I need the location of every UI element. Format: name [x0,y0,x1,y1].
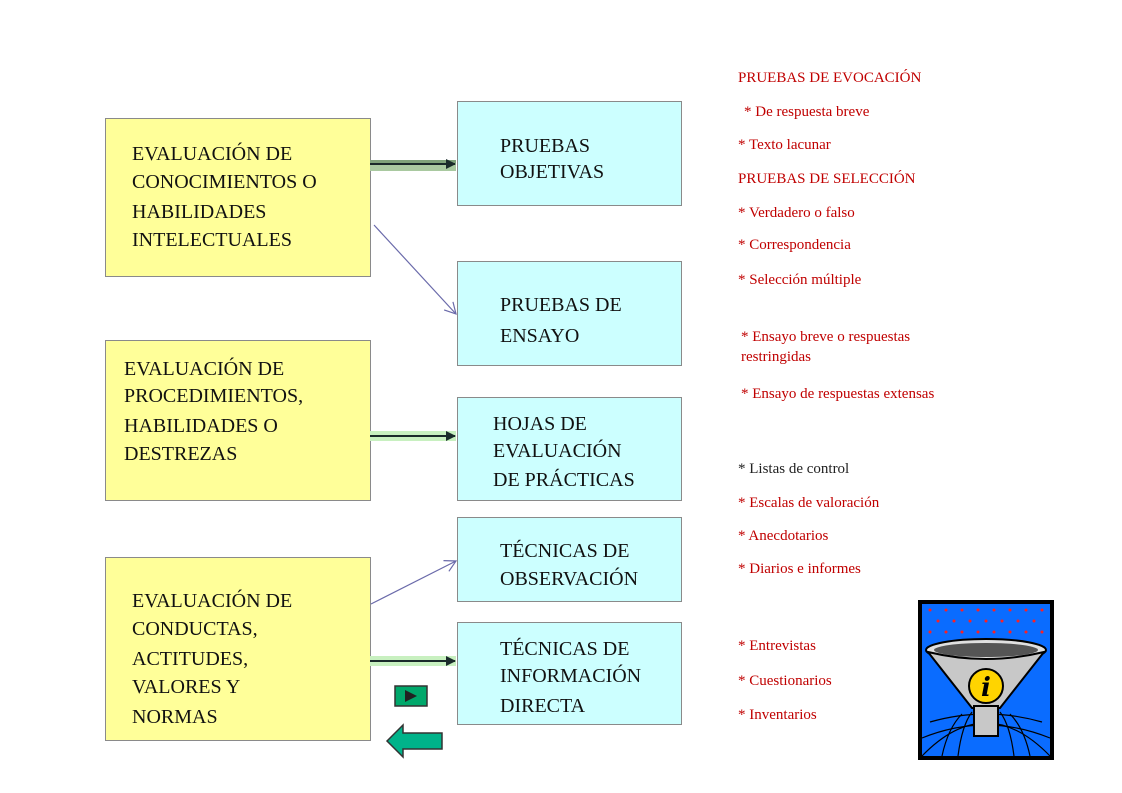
box-conocimientos-line-2: CONOCIMIENTOS O [132,171,317,193]
box-conductas-line-5: NORMAS [132,706,218,728]
thin-arrow-observacion [370,560,458,605]
box-conocimientos-line-4: INTELECTUALES [132,229,292,251]
box-hojas-evaluacion-line-2: EVALUACIÓN [493,440,622,462]
item-ensayo-breve-line-1: * Ensayo breve o respuestas [741,329,911,345]
item-verdadero-falso: * Verdadero o falso [738,205,855,221]
box-pruebas-objetivas-line-2: OBJETIVAS [500,161,605,183]
box-informacion-directa-line-1: TÉCNICAS DE [500,638,630,660]
box-tecnicas-observacion-line-2: OBSERVACIÓN [500,568,639,590]
box-pruebas-objetivas-line-1: PRUEBAS [500,135,591,157]
item-ensayo-breve-line-2: restringidas [741,349,811,365]
box-informacion-directa: TÉCNICAS DE INFORMACIÓN DIRECTA [457,622,682,725]
thin-arrow-ensayo [373,224,457,315]
item-listas-control: * Listas de control [738,461,850,477]
box-conductas-line-3: ACTITUDES, [132,648,249,670]
thick-arrow-hojas [370,431,456,441]
item-anecdotarios: * Anecdotarios [738,528,829,544]
box-pruebas-ensayo-line-1: PRUEBAS DE [500,294,622,316]
box-informacion-directa-line-3: DIRECTA [500,695,586,717]
box-conductas-line-1: EVALUACIÓN DE [132,590,293,612]
thick-arrow-informacion [370,656,456,666]
item-texto-lacunar: * Texto lacunar [738,137,831,153]
box-conductas-line-4: VALORES Y [132,676,241,698]
box-procedimientos-line-2: PROCEDIMIENTOS, [124,385,304,407]
box-pruebas-ensayo: PRUEBAS DE ENSAYO [457,261,682,366]
box-pruebas-ensayo-line-2: ENSAYO [500,325,580,347]
box-hojas-evaluacion: HOJAS DE EVALUACIÓN DE PRÁCTICAS [457,397,682,501]
item-respuesta-breve: * De respuesta breve [744,104,870,120]
item-ensayo-extensas: * Ensayo de respuestas extensas [741,386,935,402]
item-entrevistas: * Entrevistas [738,638,816,654]
evocacion-header: PRUEBAS DE EVOCACIÓN [738,70,922,86]
back-arrow-icon [385,723,443,759]
box-procedimientos-line-3: HABILIDADES O [124,415,278,437]
back-button[interactable] [385,723,445,759]
item-escalas: * Escalas de valoración [738,495,880,511]
box-conocimientos: EVALUACIÓN DE CONOCIMIENTOS O HABILIDADE… [105,118,371,277]
box-procedimientos-line-4: DESTREZAS [124,443,238,465]
box-procedimientos: EVALUACIÓN DE PROCEDIMIENTOS, HABILIDADE… [105,340,371,501]
item-correspondencia: * Correspondencia [738,237,851,253]
box-conductas-line-2: CONDUCTAS, [132,618,258,640]
box-conocimientos-line-1: EVALUACIÓN DE [132,143,293,165]
box-informacion-directa-line-2: INFORMACIÓN [500,665,642,687]
box-hojas-evaluacion-line-1: HOJAS DE [493,413,587,435]
box-tecnicas-observacion-line-1: TÉCNICAS DE [500,540,630,562]
seleccion-header: PRUEBAS DE SELECCIÓN [738,171,916,187]
thick-arrow-objetivas [370,159,456,171]
item-inventarios: * Inventarios [738,707,817,723]
box-pruebas-objetivas: PRUEBAS OBJETIVAS [457,101,682,206]
box-conocimientos-line-3: HABILIDADES [132,201,267,223]
box-conductas: EVALUACIÓN DE CONDUCTAS, ACTITUDES, VALO… [105,557,371,741]
box-procedimientos-line-1: EVALUACIÓN DE [124,358,285,380]
box-tecnicas-observacion: TÉCNICAS DE OBSERVACIÓN [457,517,682,602]
item-seleccion-multiple: * Selección múltiple [738,272,862,288]
next-slide-button[interactable] [394,685,428,707]
box-hojas-evaluacion-line-3: DE PRÁCTICAS [493,469,635,491]
item-diarios: * Diarios e informes [738,561,861,577]
item-cuestionarios: * Cuestionarios [738,673,832,689]
